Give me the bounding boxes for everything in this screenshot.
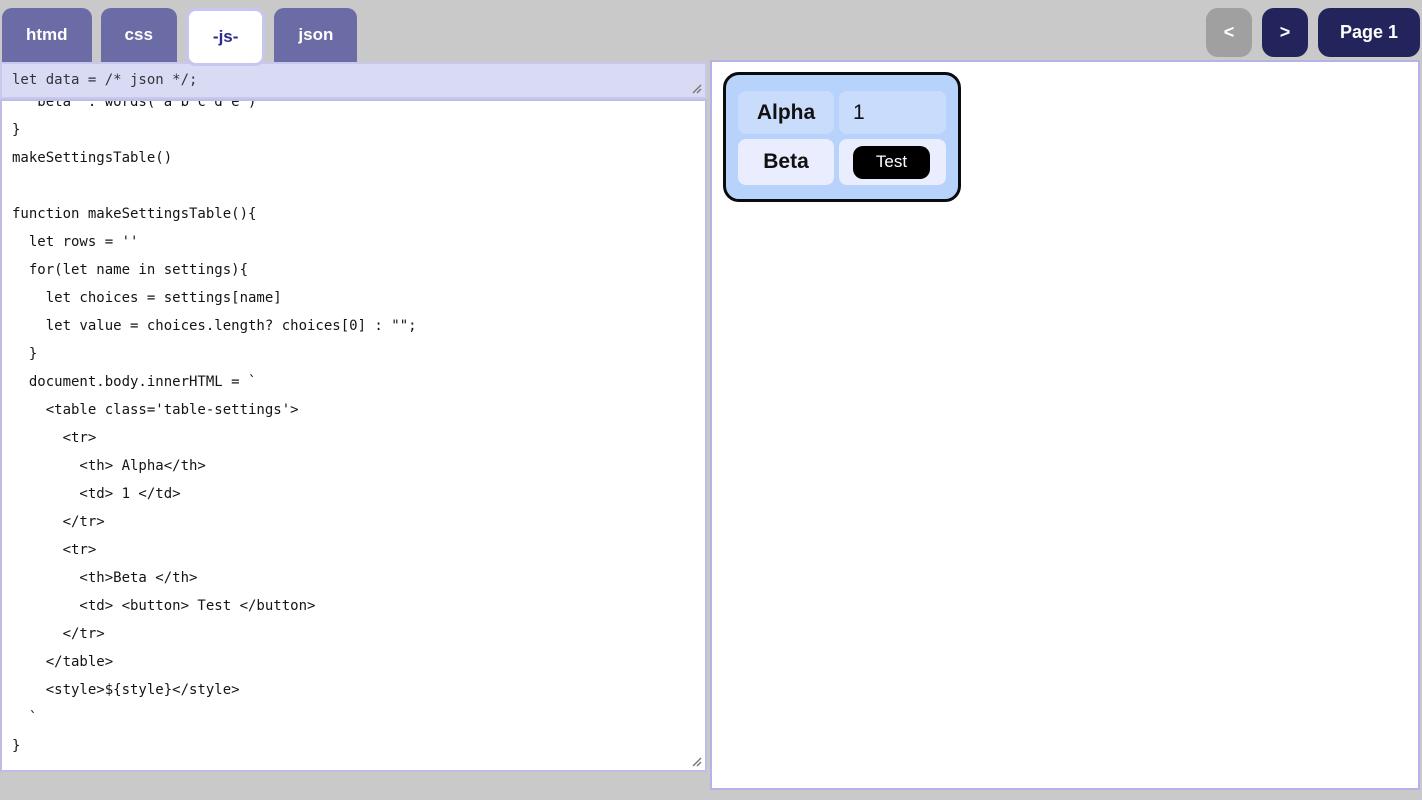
js-code-textarea[interactable]: 'beta' : words('a b c d e') } makeSettin… — [0, 99, 707, 772]
table-header-beta: Beta — [738, 139, 834, 185]
tab-bar: htmd css -js- json — [2, 0, 358, 66]
preamble-text: let data = /* json */; — [12, 72, 198, 88]
preview-pane: Alpha 1 Beta Test — [710, 60, 1420, 790]
tab-css[interactable]: css — [100, 8, 177, 62]
preamble-textarea[interactable]: let data = /* json */; — [0, 62, 707, 99]
prev-page-button[interactable]: < — [1205, 8, 1252, 57]
tab-htmd[interactable]: htmd — [2, 8, 92, 62]
test-button[interactable]: Test — [853, 145, 930, 179]
page-nav: < > Page 1 — [1205, 8, 1420, 57]
table-value-alpha: 1 — [839, 91, 946, 134]
tab-js[interactable]: -js- — [185, 8, 266, 66]
tab-json[interactable]: json — [274, 8, 358, 62]
table-header-alpha: Alpha — [738, 91, 834, 134]
table-cell-beta: Test — [839, 139, 946, 185]
resize-handle-icon[interactable] — [691, 756, 702, 767]
next-page-button[interactable]: > — [1261, 8, 1308, 57]
js-code-text: 'beta' : words('a b c d e') } makeSettin… — [12, 99, 417, 754]
resize-handle-icon[interactable] — [691, 83, 702, 94]
page-indicator-button[interactable]: Page 1 — [1317, 8, 1420, 57]
settings-table: Alpha 1 Beta Test — [723, 72, 961, 202]
